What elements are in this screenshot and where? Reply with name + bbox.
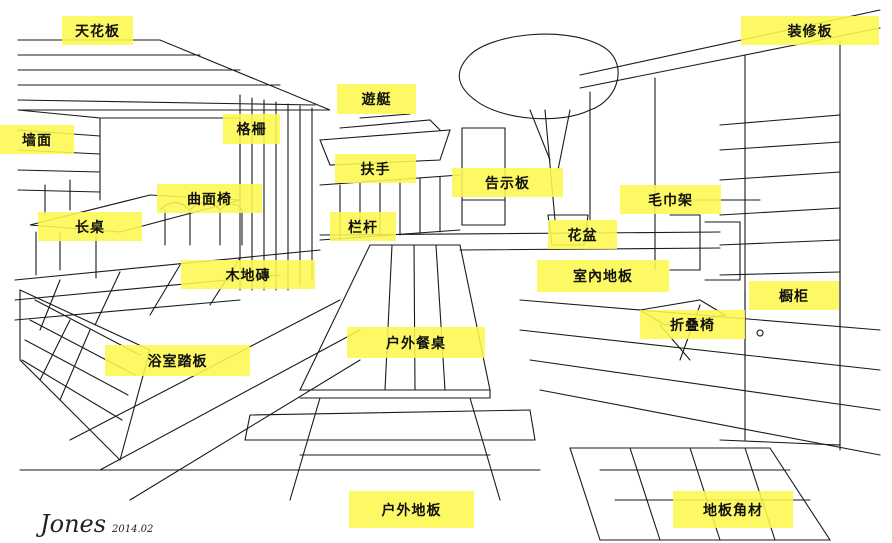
label-railing: 栏杆	[330, 212, 396, 241]
signature-date: 2014.02	[112, 524, 154, 535]
bath-mat-boards	[19, 289, 151, 462]
label-cabinet: 橱柜	[749, 281, 839, 310]
yacht	[319, 113, 451, 166]
label-indoor-floor: 室內地板	[537, 260, 669, 292]
outdoor-dining-table	[244, 244, 536, 501]
tree	[458, 33, 619, 221]
right-building	[579, 9, 881, 451]
label-handrail: 扶手	[335, 154, 416, 183]
label-folding-chair: 折叠椅	[640, 310, 745, 339]
label-outdoor-floor: 户外地板	[349, 491, 474, 528]
label-towel-rack: 毛巾架	[620, 185, 721, 214]
label-ceiling: 天花板	[62, 16, 133, 45]
signature-name: Jones	[40, 510, 107, 538]
cabinet	[719, 114, 841, 446]
left-roof	[17, 39, 331, 111]
label-wood-floor-tile: 木地磚	[181, 260, 315, 289]
label-wall: 墙面	[0, 125, 74, 154]
label-flower-pot: 花盆	[548, 220, 617, 249]
label-long-table: 长桌	[38, 212, 142, 241]
label-yacht: 遊艇	[337, 84, 416, 114]
label-decoration-board: 装修板	[741, 16, 879, 45]
label-outdoor-dining-table: 户外餐桌	[347, 327, 485, 358]
outdoor-floor-boards	[19, 299, 881, 501]
label-notice-board: 告示板	[452, 168, 563, 197]
label-bath-mat: 浴室踏板	[105, 345, 250, 376]
label-lattice: 格柵	[223, 114, 280, 144]
label-curved-chair: 曲面椅	[157, 184, 262, 213]
label-floor-joist: 地板角材	[673, 491, 793, 528]
